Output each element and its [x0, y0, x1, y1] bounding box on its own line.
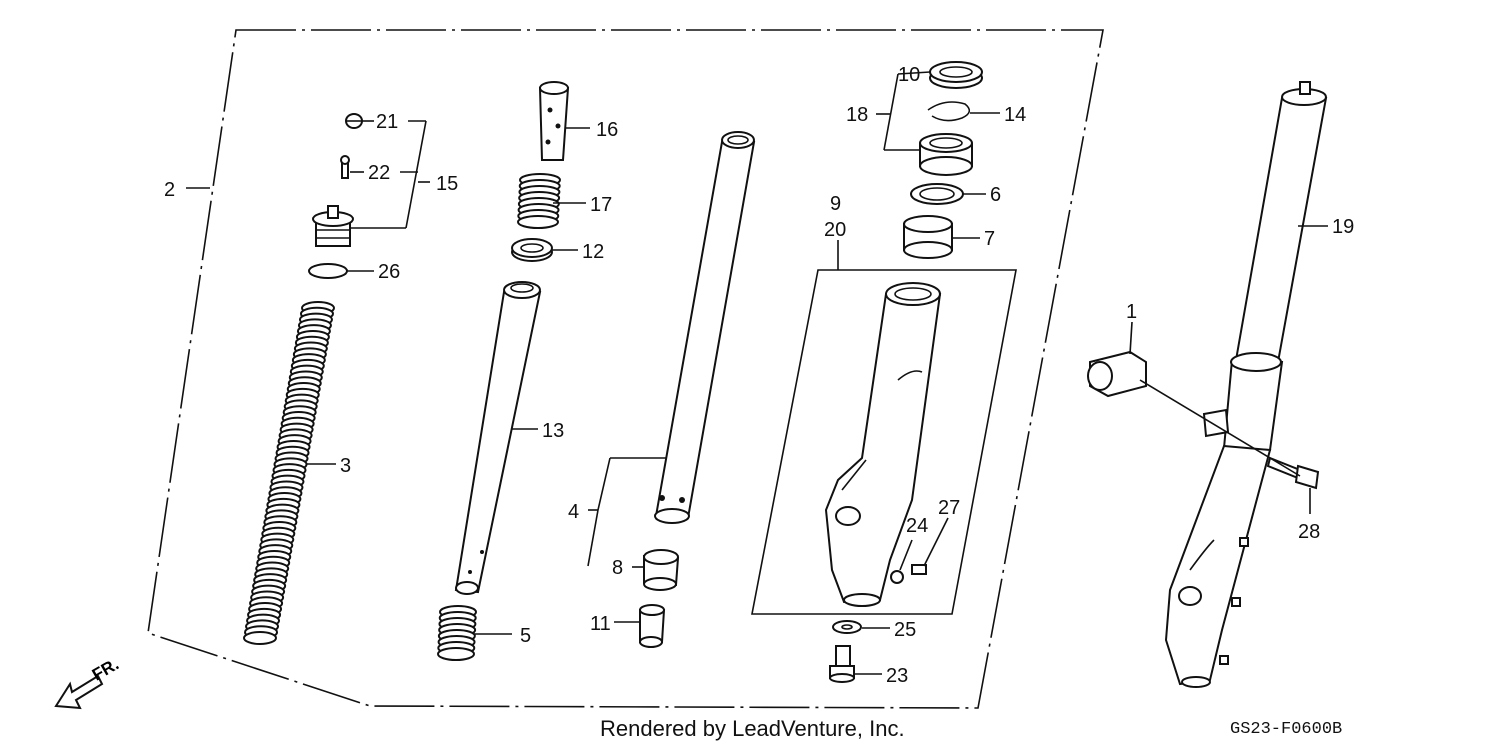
- callout-22: 22: [368, 162, 390, 184]
- part-front-fork-assembly[interactable]: [1164, 81, 1328, 688]
- callout-9: 9: [830, 193, 841, 215]
- part-fork-bolt[interactable]: [312, 205, 354, 247]
- callout-17: 17: [590, 194, 612, 216]
- callout-11: 11: [590, 613, 611, 635]
- callout-20: 20: [824, 219, 846, 241]
- part-rebound-spring[interactable]: [517, 173, 561, 229]
- callout-1: 1: [1126, 301, 1137, 323]
- part-dust-seal[interactable]: [929, 61, 983, 89]
- callout-21: 21: [376, 111, 398, 133]
- callout-6: 6: [990, 184, 1001, 206]
- part-bolt-28[interactable]: [1266, 456, 1320, 490]
- callout-14: 14: [1004, 104, 1026, 126]
- part-fork-pipe[interactable]: [654, 131, 756, 524]
- callout-4: 4: [568, 501, 579, 523]
- callout-2: 2: [164, 179, 175, 201]
- part-piston-ring[interactable]: [511, 238, 553, 262]
- callout-12: 12: [582, 241, 604, 263]
- part-guide-bushing-7[interactable]: [903, 215, 953, 259]
- callout-26: 26: [378, 261, 400, 283]
- part-guide-bushing[interactable]: [639, 604, 666, 648]
- rendered-by-credit: Rendered by LeadVenture, Inc.: [600, 716, 905, 741]
- callout-27: 27: [938, 497, 960, 519]
- callout-28: 28: [1298, 521, 1320, 543]
- part-backup-ring[interactable]: [910, 183, 964, 205]
- assembly-boundary: [147, 29, 1104, 709]
- part-bolt-22[interactable]: [340, 155, 350, 179]
- callout-19: 19: [1332, 216, 1354, 238]
- part-spring-5[interactable]: [437, 605, 477, 661]
- callout-8: 8: [612, 557, 623, 579]
- part-washer-25[interactable]: [832, 620, 862, 634]
- callout-25: 25: [894, 619, 916, 641]
- callout-13: 13: [542, 420, 564, 442]
- callout-18: 18: [846, 104, 868, 126]
- part-oil-lock-piece[interactable]: [538, 81, 570, 161]
- callout-labels: 2 21 22 15 26 3 16 17 12 13 5 4 8 11 10 …: [164, 64, 1354, 687]
- part-circlip[interactable]: [927, 101, 971, 122]
- callout-23: 23: [886, 665, 908, 687]
- part-handlebar-holder[interactable]: [1087, 350, 1230, 438]
- callout-10: 10: [898, 64, 920, 86]
- part-fork-bottom-case[interactable]: [824, 282, 942, 607]
- callout-5: 5: [520, 625, 531, 647]
- callout-15: 15: [436, 173, 458, 195]
- callout-16: 16: [596, 119, 618, 141]
- part-fork-spring[interactable]: [243, 301, 335, 645]
- diagram-code: GS23-F0600B: [1230, 720, 1343, 739]
- part-fork-piston[interactable]: [454, 281, 542, 595]
- part-washer-26[interactable]: [308, 263, 348, 279]
- callout-7: 7: [984, 228, 995, 250]
- leader-lines: [186, 71, 1328, 675]
- part-nut-21[interactable]: [345, 113, 363, 129]
- part-oil-seal[interactable]: [919, 133, 973, 176]
- callout-3: 3: [340, 455, 351, 477]
- part-bolt-27[interactable]: [911, 564, 927, 575]
- callout-24: 24: [906, 515, 928, 537]
- part-washer-24[interactable]: [890, 570, 904, 584]
- part-socket-bolt[interactable]: [829, 645, 855, 683]
- part-slider-bushing[interactable]: [643, 549, 680, 591]
- front-direction-arrow-icon: [54, 674, 104, 710]
